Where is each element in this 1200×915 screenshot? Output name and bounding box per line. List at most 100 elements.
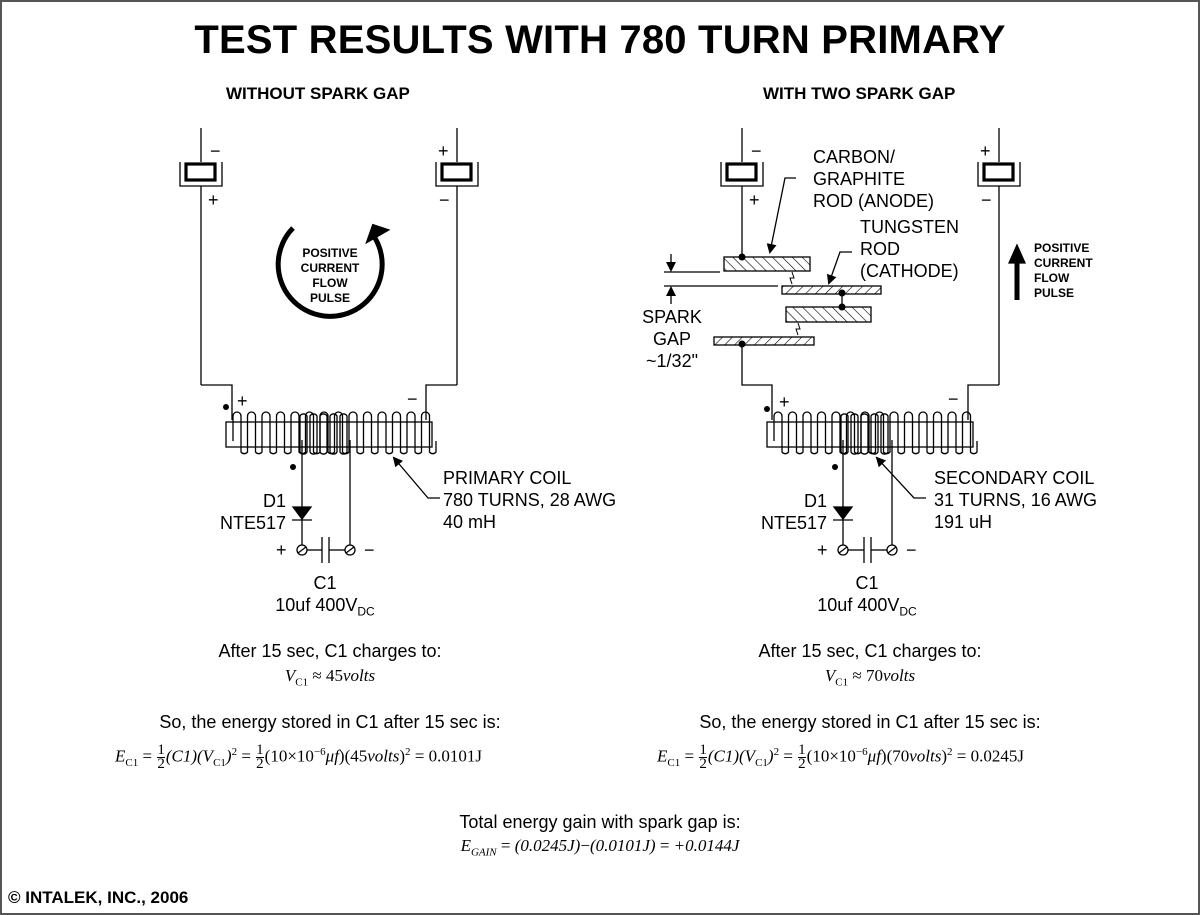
spark-icon [789,271,795,285]
polarity-dot [290,464,296,470]
coil-turn [232,411,249,455]
diode-label: D1 NTE517 [219,491,286,533]
left-voltage-equation: VC1 ≈ 45volts [284,666,376,689]
coil-plus-sign: + [237,391,248,411]
tungsten-cathode-rod [781,285,882,295]
coil-turn [391,411,408,455]
coil-turn [918,411,935,455]
secondary-turn [850,413,859,455]
coil-turn [362,411,379,455]
coil-turn [947,411,964,455]
coil-turn [246,411,263,455]
coil-turn [420,411,437,455]
coil-turn [831,411,848,455]
coil-turn [319,411,336,455]
battery-left-top-sign: − [210,141,221,161]
primary-coil-label: PRIMARY COIL 780 TURNS, 28 AWG 40 mH [443,468,617,532]
coil-turn [290,411,307,455]
secondary-turn [329,413,338,455]
coil-turn [377,411,394,455]
spark-icon [795,322,801,336]
carbon-anode-rod [723,256,811,272]
diode-left-icon [291,506,313,521]
coil-turn [787,411,804,455]
battery-left-top-sign: − [751,141,762,161]
battery-right-icon [977,128,1021,385]
left-charge-text: After 15 sec, C1 charges to: [218,641,442,661]
secondary-turn [319,413,328,455]
coil-turn [261,411,278,455]
secondary-turn [870,413,879,455]
cap-minus-sign: − [364,540,375,560]
secondary-turn [299,413,308,455]
battery-right-bottom-sign: − [439,190,450,210]
diode-right-icon [832,506,854,521]
battery-left-bottom-sign: + [749,190,760,210]
coil-windings-icon [773,411,978,455]
polarity-dot [223,404,229,410]
battery-right-bottom-sign: − [981,190,992,210]
coil-windings-icon [232,411,437,455]
coil-plus-sign: + [779,392,790,412]
cathode-label: TUNGSTEN ROD (CATHODE) [860,217,959,281]
current-flow-label: POSITIVE CURRENT FLOW PULSE [300,246,360,305]
coil-turn [889,411,906,455]
coil-turn [348,411,365,455]
battery-left-icon [720,128,764,257]
secondary-turn [880,413,889,455]
anode-pointer-icon [766,177,796,254]
coil-turn [816,411,833,455]
circular-current-arrow-icon [275,226,385,319]
anode-label: CARBON/ GRAPHITE ROD (ANODE) [813,147,934,211]
current-flow-label: POSITIVE CURRENT FLOW PULSE [1034,241,1093,300]
page-title: TEST RESULTS WITH 780 TURN PRIMARY [194,18,1006,62]
coil-minus-sign: − [407,389,418,409]
polarity-dot [764,406,770,412]
secondary-turn [309,413,318,455]
gain-equation: EGAIN = (0.0245J)−(0.0101J) = +0.0144J [460,836,740,859]
secondary-turn [860,413,869,455]
right-voltage-equation: VC1 ≈ 70volts [824,666,916,689]
battery-left-bottom-sign: + [208,190,219,210]
left-circuit [179,128,479,563]
coil-turn [961,411,978,455]
right-circuit [664,128,1027,563]
coil-turn [802,411,819,455]
left-panel-heading: WITHOUT SPARK GAP [226,84,410,103]
cap-plus-sign: + [817,540,828,560]
carbon-anode-rod [785,306,872,323]
spark-gap-label: SPARK GAP ~1/32" [642,307,702,371]
right-panel-heading: WITH TWO SPARK GAP [763,84,956,103]
cathode-pointer-icon [826,251,852,285]
secondary-turn [339,413,348,455]
coil-core-right [766,421,974,448]
diode-label: D1 NTE517 [760,491,827,533]
summary-text: Total energy gain with spark gap is: [459,812,741,832]
coil-turn [406,411,423,455]
coil-minus-sign: − [948,389,959,409]
battery-right-top-sign: + [438,141,449,161]
left-energy-text: So, the energy stored in C1 after 15 sec… [159,712,501,732]
battery-right-top-sign: + [980,141,991,161]
coil-turn [860,411,877,455]
coil-turn [903,411,920,455]
capacitor-label: C1 10uf 400VDC [275,573,375,619]
right-charge-text: After 15 sec, C1 charges to: [758,641,982,661]
secondary-turn [840,413,849,455]
cap-plus-sign: + [276,540,287,560]
capacitor-label: C1 10uf 400VDC [817,573,917,619]
coil-core-left [225,421,433,448]
battery-left-icon [179,128,223,385]
cap-minus-sign: − [906,540,917,560]
coil-turn [932,411,949,455]
battery-right-icon [435,128,479,385]
secondary-coil-label: SECONDARY COIL 31 TURNS, 16 AWG 191 uH [934,468,1098,532]
tungsten-cathode-rod [713,336,815,346]
secondary-coil-pointer-icon [875,456,926,499]
coil-turn [773,411,790,455]
primary-coil-pointer-icon [392,456,440,499]
